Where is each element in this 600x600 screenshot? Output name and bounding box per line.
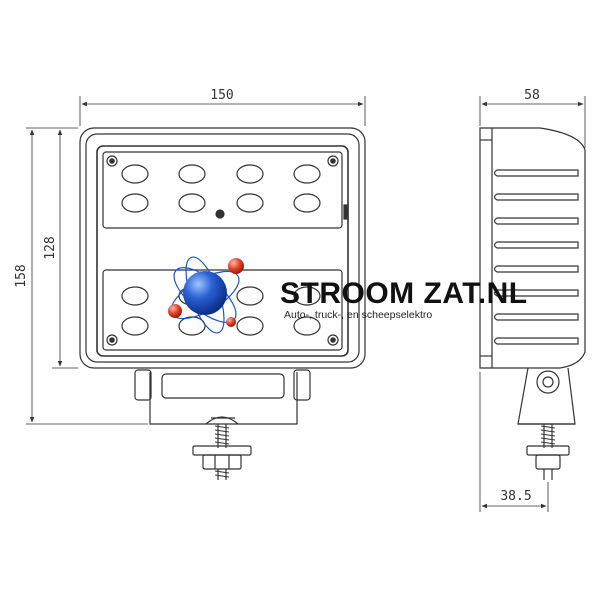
dim-label-base-offset: 38.5 — [500, 489, 531, 504]
logo-blue-orb — [183, 271, 227, 315]
corner-screws — [106, 155, 339, 346]
logo-title: STROOM ZAT.NL — [280, 277, 528, 310]
front-view — [79, 127, 366, 480]
front-lens-frame — [96, 145, 349, 357]
lower-led-panel — [102, 269, 343, 351]
side-tab — [343, 204, 349, 220]
side-body — [479, 127, 586, 369]
front-bolt — [192, 424, 252, 480]
stroomzat-logo: STROOM ZAT.NL Auto-, truck-, en scheepse… — [168, 256, 528, 334]
dimension-labels: 150 58 128 158 38.5 — [14, 88, 540, 504]
dimension-lines — [26, 96, 586, 512]
upper-led-panel — [102, 151, 343, 229]
side-view — [479, 127, 586, 480]
dim-label-depth: 58 — [524, 88, 540, 103]
logo-red-ball-right — [226, 317, 236, 327]
upper-leds — [121, 164, 321, 219]
front-housing-outer — [79, 127, 366, 369]
cooling-fins — [493, 169, 579, 345]
dim-label-total-height: 158 — [14, 264, 29, 287]
side-bolt — [526, 424, 570, 480]
front-housing-inner — [85, 133, 360, 363]
dim-label-inner-height: 128 — [43, 236, 58, 259]
side-bracket — [517, 367, 576, 425]
logo-subtitle: Auto-, truck-, en scheepselektro — [284, 309, 432, 321]
logo-red-ball-left — [168, 304, 182, 318]
front-bracket — [134, 369, 311, 425]
dim-label-width: 150 — [210, 88, 233, 103]
logo-red-ball-top — [228, 258, 244, 274]
